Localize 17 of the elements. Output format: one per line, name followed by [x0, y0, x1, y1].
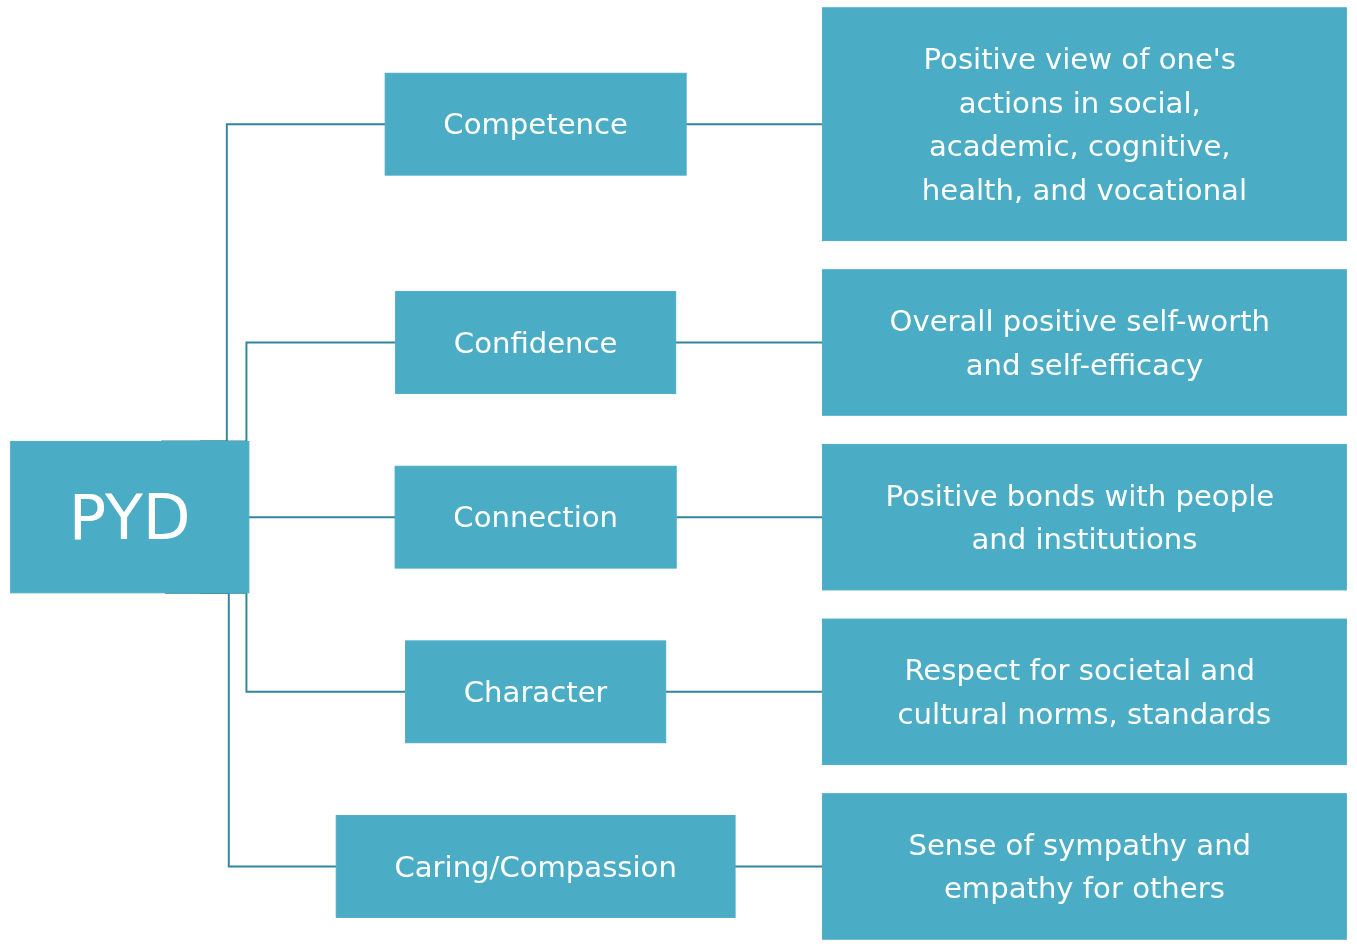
- connector: [734, 865, 824, 868]
- node-box: Connection: [394, 465, 677, 569]
- connector: [685, 123, 824, 126]
- node-box: Overall positive self-worth and self-efficacy: [821, 269, 1347, 416]
- node-box: Respect for societal and cultural norms, standards: [821, 618, 1347, 766]
- node-box: Sense of sympathy and empathy for others: [821, 793, 1347, 940]
- node-box: Character: [405, 640, 667, 744]
- connector: [675, 516, 824, 519]
- node-box: PYD: [10, 441, 250, 594]
- node-box: Caring/Compassion: [335, 815, 736, 918]
- connector: [664, 690, 824, 693]
- node-box: Positive bonds with people and institutions: [821, 443, 1347, 591]
- node-box: Competence: [384, 72, 687, 176]
- node-box: Confidence: [395, 291, 677, 394]
- connector: [247, 516, 397, 519]
- node-box: Positive view of one's actions in social, academic, cognitive, health, and vocational: [821, 7, 1347, 242]
- connector: [674, 341, 824, 344]
